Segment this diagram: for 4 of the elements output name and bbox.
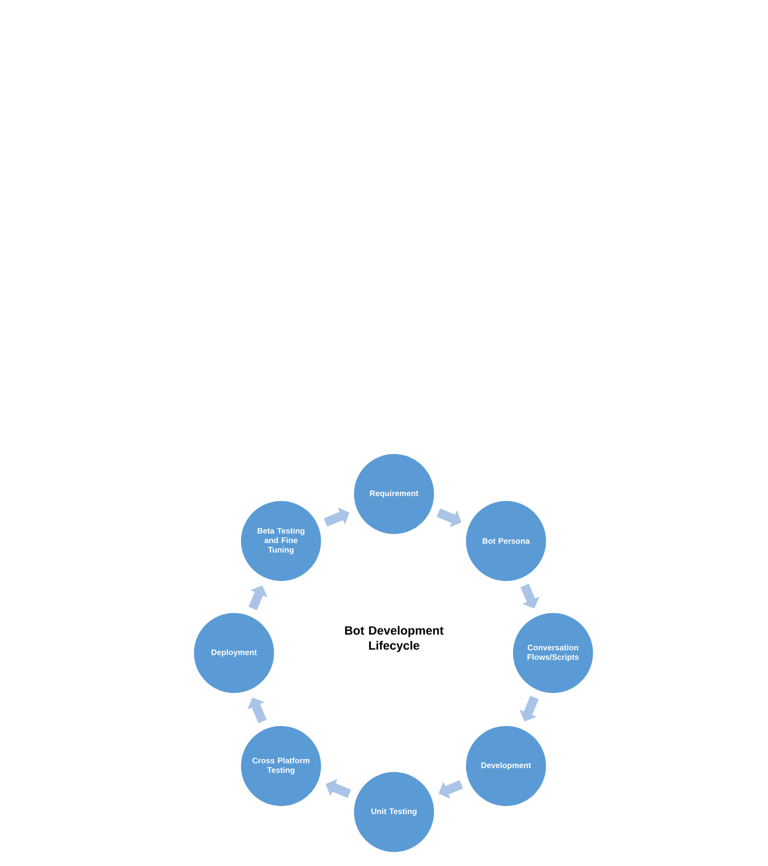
title: Bot Development Lifecycle (345, 626, 444, 652)
block-arrow (324, 507, 350, 527)
block-arrow (247, 698, 267, 724)
block-arrow (438, 780, 464, 799)
